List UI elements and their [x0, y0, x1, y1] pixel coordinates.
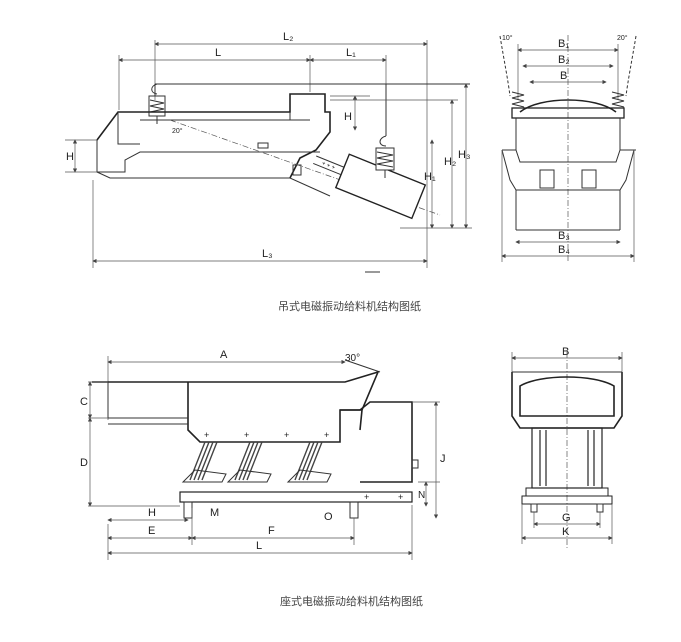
label-L-seated: L [256, 540, 262, 552]
label-H1: H₁ [424, 171, 436, 183]
spring-support-icon [226, 441, 272, 483]
svg-text:+: + [398, 492, 403, 502]
spring-hanger-icon [611, 91, 625, 108]
svg-text:+ + +: + + + [321, 161, 337, 172]
hanging-side-view: L₂ L L₁ 20° [65, 31, 472, 273]
label-O: O [324, 511, 333, 523]
caption-hanging: 吊式电磁振动给料机结构图纸 [278, 300, 421, 313]
seated-end-view: B G K [511, 346, 623, 548]
label-M: M [210, 507, 219, 519]
spring-support-icon [181, 441, 227, 483]
label-H-left: H [66, 151, 74, 163]
label-L2: L₂ [283, 31, 293, 43]
label-B3: B₃ [558, 230, 570, 242]
spring-support-icon [286, 441, 332, 483]
label-angle-10: 10° [502, 34, 513, 42]
label-D: D [80, 457, 88, 469]
electromagnet-housing: + + + [313, 153, 427, 220]
label-J: J [440, 453, 446, 465]
label-L: L [215, 47, 221, 59]
caption-seated: 座式电磁振动给料机结构图纸 [280, 595, 423, 608]
label-B: B [560, 70, 567, 82]
label-F: F [268, 525, 275, 537]
seated-side-view: A 30° + + + + + [80, 349, 446, 560]
label-B4: B₄ [558, 244, 570, 256]
spring-hanger-icon [511, 91, 525, 108]
label-G: G [562, 512, 571, 524]
label-angle-20: 20° [172, 127, 183, 135]
label-A: A [220, 349, 228, 361]
label-L1: L₁ [346, 47, 356, 59]
spring-hanger-icon [375, 147, 395, 178]
hook-icon [379, 135, 387, 147]
label-E: E [148, 525, 155, 537]
label-angle-30: 30° [345, 353, 360, 364]
label-B2: B₂ [558, 54, 570, 66]
label-angle-20-right: 20° [617, 34, 628, 42]
svg-text:+: + [244, 430, 249, 440]
hanging-end-view: 10° 20° B₁ B₂ B B₃ B₄ [499, 34, 637, 262]
label-K: K [562, 526, 570, 538]
label-B1: B₁ [558, 38, 569, 50]
svg-text:+: + [204, 430, 209, 440]
label-H3: H₃ [458, 149, 470, 161]
svg-text:+: + [324, 430, 329, 440]
svg-text:+: + [284, 430, 289, 440]
label-L3: L₃ [262, 248, 273, 260]
svg-text:+: + [364, 492, 369, 502]
label-H-seated: H [148, 507, 156, 519]
label-H2: H₂ [444, 156, 456, 168]
label-B-seated: B [562, 346, 569, 358]
spring-hanger-icon [148, 83, 166, 124]
label-H-mid: H [344, 111, 352, 123]
label-N: N [418, 490, 425, 501]
label-C: C [80, 396, 88, 408]
